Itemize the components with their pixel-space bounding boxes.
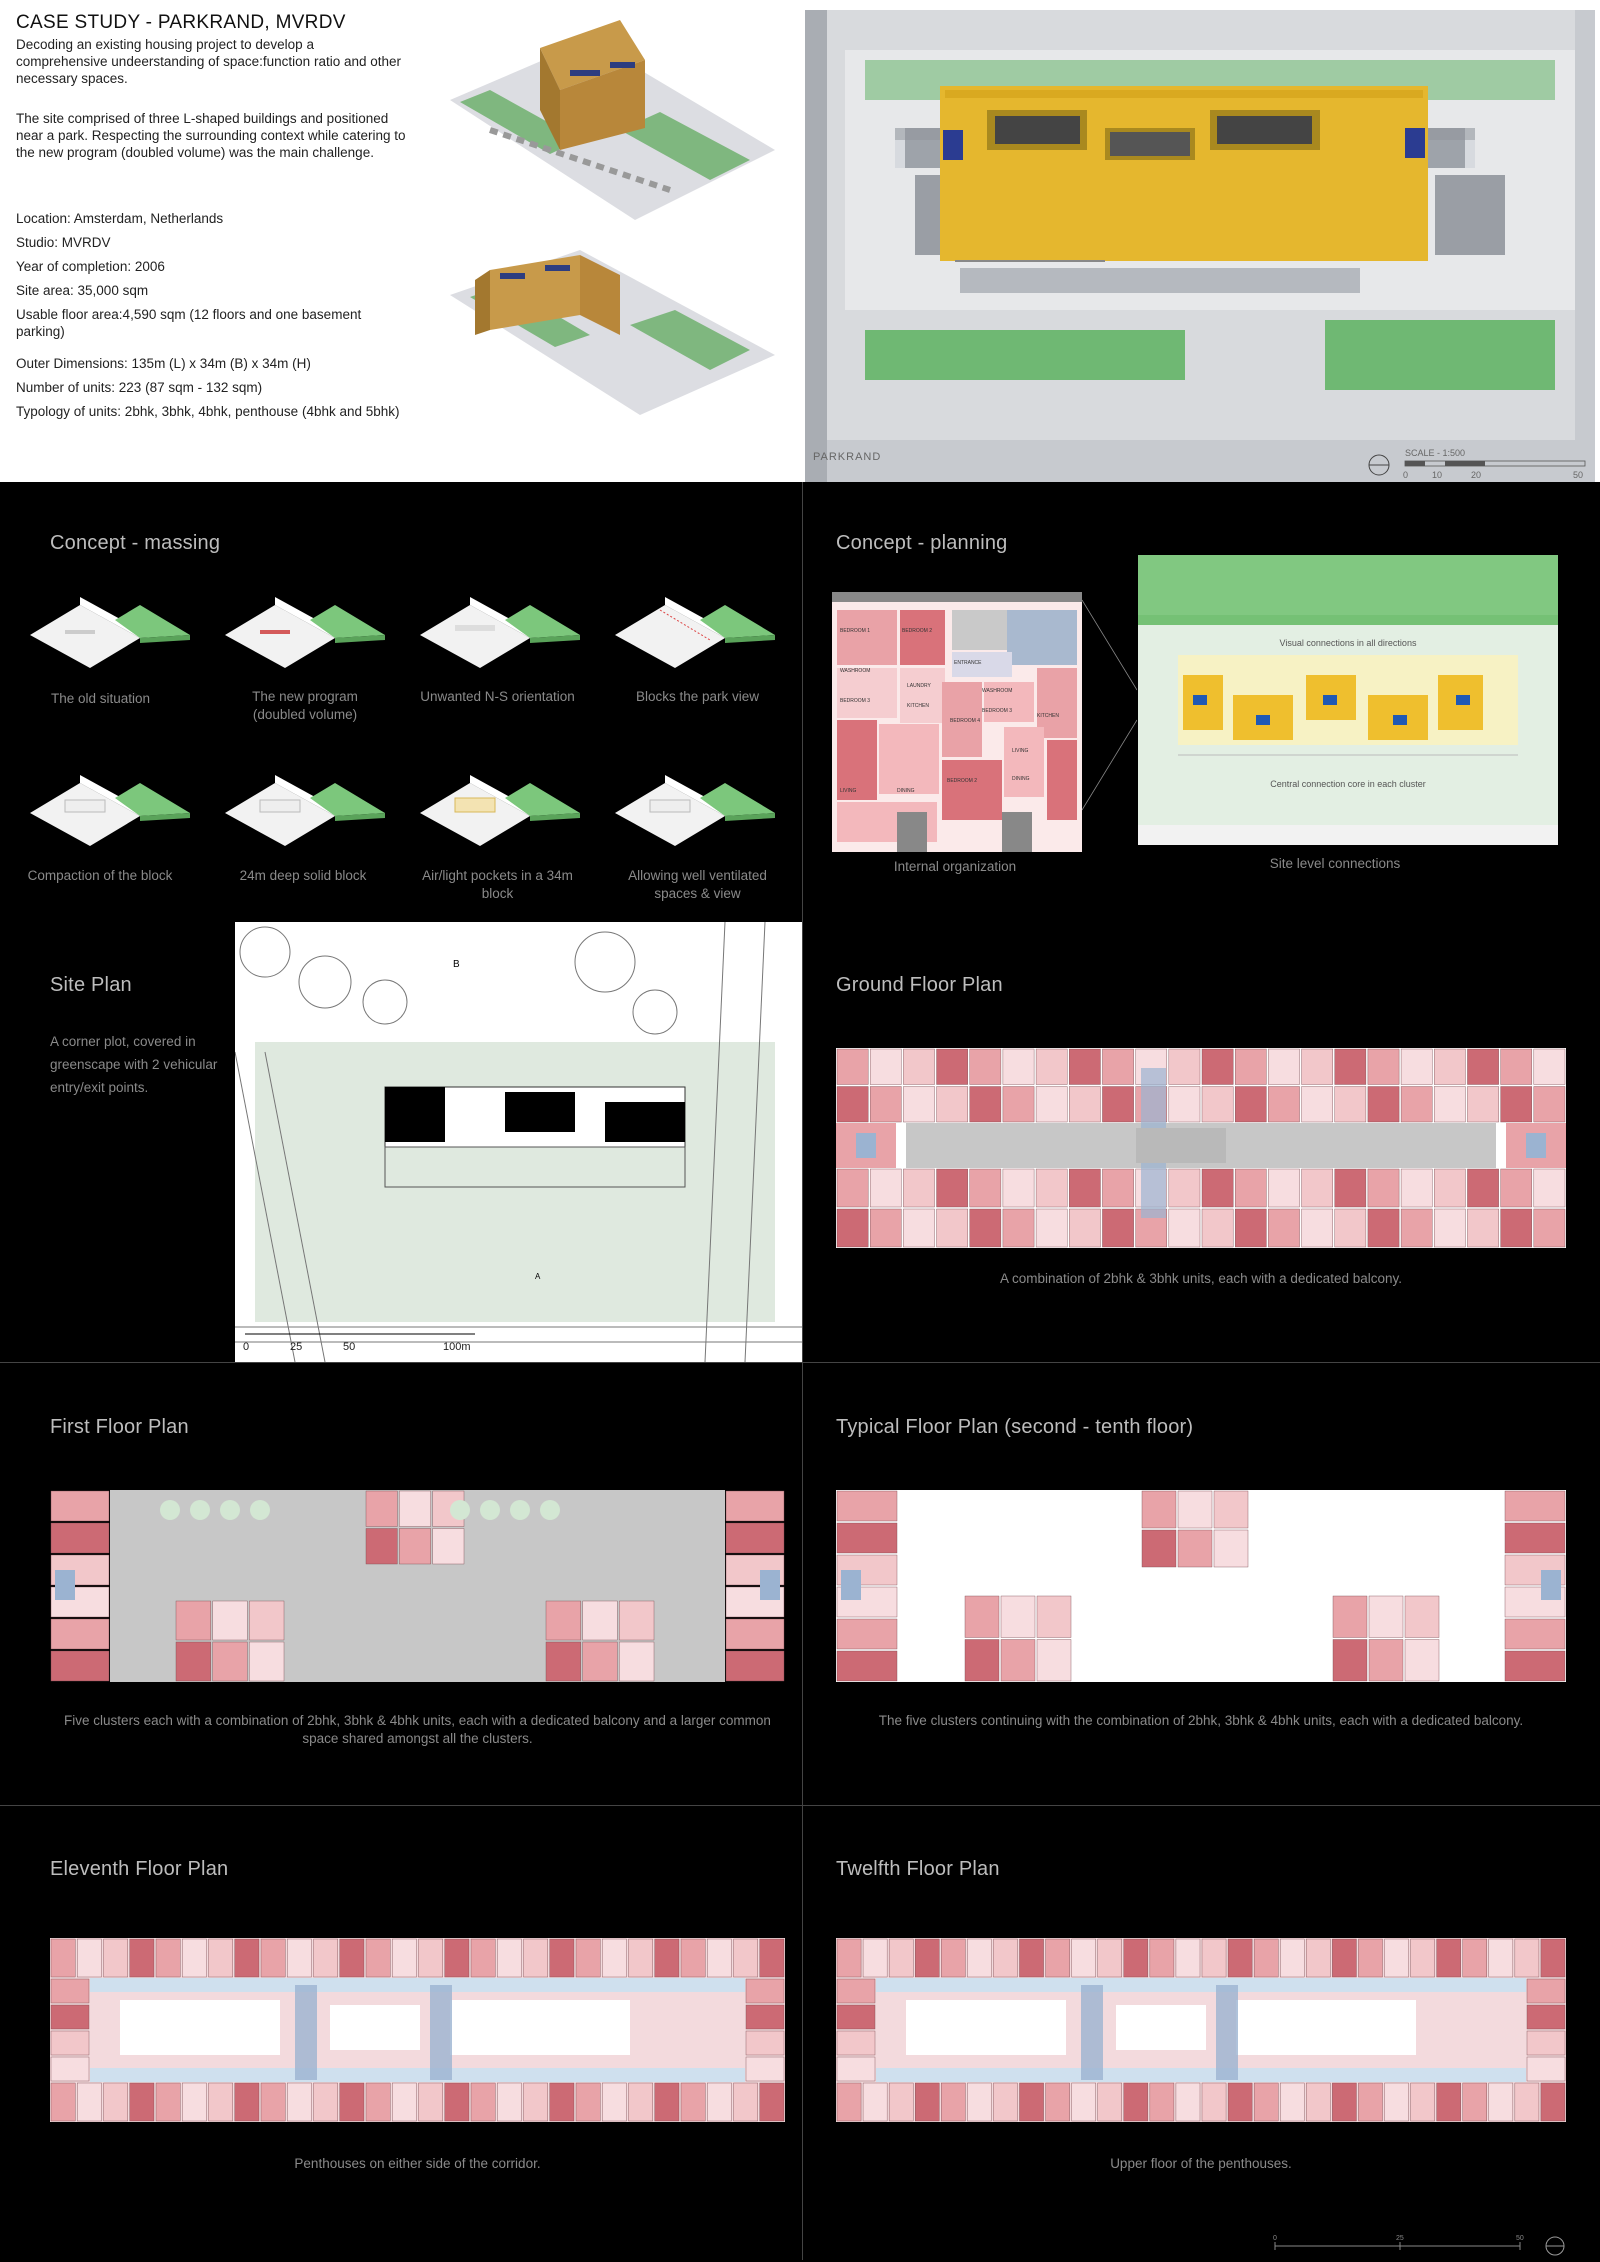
svg-text:BEDROOM 3: BEDROOM 3 <box>982 708 1012 714</box>
fact-floor-area: Usable floor area:4,590 sqm (12 floors a… <box>16 307 362 339</box>
model-view-1 <box>450 20 775 220</box>
svg-text:0: 0 <box>1273 2235 1277 2242</box>
twelfth-floor-caption: Upper floor of the penthouses. <box>1110 2156 1292 2171</box>
massing-title: Concept - massing <box>50 532 221 554</box>
ground-floor-caption: A combination of 2bhk & 3bhk units, each… <box>999 1271 1402 1286</box>
massing-new-program <box>225 597 385 668</box>
connector-lines <box>1082 599 1137 811</box>
fact-location: Location: Amsterdam, Netherlands <box>16 211 224 226</box>
site-plan-title: Site Plan <box>50 974 132 996</box>
grid-divider <box>0 1805 1600 1806</box>
svg-text:25: 25 <box>290 1341 302 1353</box>
fact-studio: Studio: MVRDV <box>16 235 111 250</box>
ground-floor-title: Ground Floor Plan <box>836 974 1003 996</box>
svg-text:DINING: DINING <box>897 788 915 794</box>
svg-text:BEDROOM 4: BEDROOM 4 <box>950 718 980 724</box>
massing-diagrams <box>30 597 775 846</box>
svg-text:DINING: DINING <box>1012 776 1030 782</box>
svg-text:20: 20 <box>1471 470 1481 480</box>
first-floor-title: First Floor Plan <box>50 1416 189 1438</box>
massing-solid-block <box>225 775 385 846</box>
svg-text:LIVING: LIVING <box>1012 748 1029 754</box>
eleventh-floor-caption: Penthouses on either side of the corrido… <box>294 2156 541 2171</box>
svg-text:SCALE - 1:500: SCALE - 1:500 <box>1405 448 1465 458</box>
fact-typology: Typology of units: 2bhk, 3bhk, 4bhk, pen… <box>16 404 400 419</box>
typical-floor-plan <box>836 1490 1566 1682</box>
eleventh-floor-plan <box>50 1930 785 2130</box>
svg-text:50: 50 <box>343 1341 355 1353</box>
massing-park-view <box>615 597 775 668</box>
first-floor-plan <box>50 1490 785 1682</box>
svg-text:A: A <box>535 1272 541 1281</box>
massing-label-1: The old situation <box>50 691 151 706</box>
massing-label-5: Compaction of the block <box>27 868 173 883</box>
footer-scale-bar: 0 25 50 <box>1273 2235 1565 2256</box>
svg-text:LIVING: LIVING <box>840 788 857 794</box>
twelfth-floor-plan <box>836 1930 1566 2130</box>
svg-text:10: 10 <box>1432 470 1442 480</box>
svg-text:BEDROOM 2: BEDROOM 2 <box>947 778 977 784</box>
svg-text:25: 25 <box>1396 2235 1404 2242</box>
massing-label-3: Unwanted N-S orientation <box>420 689 575 704</box>
site-caption: Site level connections <box>1269 856 1401 871</box>
svg-text:50: 50 <box>1516 2235 1524 2242</box>
internal-caption: Internal organization <box>893 859 1017 874</box>
core-note: Central connection core in each cluster <box>1270 779 1426 789</box>
model-view-2 <box>450 250 775 415</box>
photo-label: PARKRAND <box>813 451 881 463</box>
first-floor-caption: Five clusters each with a combination of… <box>64 1713 771 1746</box>
fact-units: Number of units: 223 (87 sqm - 132 sqm) <box>16 380 263 395</box>
grid-divider <box>0 1362 1600 1363</box>
svg-text:50: 50 <box>1573 470 1583 480</box>
visual-note: Visual connections in all directions <box>1280 638 1417 648</box>
ground-floor-plan <box>836 1048 1566 1248</box>
eleventh-floor-title: Eleventh Floor Plan <box>50 1858 229 1880</box>
grid-divider <box>802 482 803 2260</box>
svg-text:KITCHEN: KITCHEN <box>907 703 929 709</box>
typical-floor-caption: The five clusters continuing with the co… <box>878 1713 1524 1728</box>
massing-label-4: Blocks the park view <box>635 689 760 704</box>
svg-text:BEDROOM 3: BEDROOM 3 <box>840 698 870 704</box>
scale-bar: SCALE - 1:500 0 10 20 50 <box>1368 448 1586 480</box>
svg-text:B: B <box>453 959 460 970</box>
fact-year: Year of completion: 2006 <box>16 259 165 274</box>
typical-floor-title: Typical Floor Plan (second - tenth floor… <box>836 1416 1194 1438</box>
massing-old-situation <box>30 597 190 668</box>
axonometric-models <box>450 20 775 415</box>
svg-text:WASHROOM: WASHROOM <box>982 688 1012 694</box>
svg-text:0: 0 <box>1403 470 1408 480</box>
svg-text:BEDROOM 2: BEDROOM 2 <box>902 628 932 634</box>
aerial-photo: PARKRAND SCALE - 1:500 0 10 20 50 <box>805 10 1595 482</box>
twelfth-floor-title: Twelfth Floor Plan <box>836 1858 1000 1880</box>
site-plan-description: A corner plot, covered in greenscape wit… <box>50 1034 218 1095</box>
massing-label-8: Allowing well ventilated spaces & view <box>628 868 767 901</box>
fact-dimensions: Outer Dimensions: 135m (L) x 34m (B) x 3… <box>16 356 311 371</box>
massing-label-2: The new program (doubled volume) <box>252 689 358 722</box>
site-connection-diagram: Visual connections in all directions Cen… <box>1138 555 1558 845</box>
svg-text:100m: 100m <box>443 1341 471 1353</box>
svg-text:ENTRANCE: ENTRANCE <box>954 660 982 666</box>
massing-label-6: 24m deep solid block <box>239 868 367 883</box>
massing-air-pockets <box>420 775 580 846</box>
svg-text:BEDROOM 1: BEDROOM 1 <box>840 628 870 634</box>
planning-title: Concept - planning <box>836 532 1008 554</box>
fact-site-area: Site area: 35,000 sqm <box>16 283 149 298</box>
internal-organization-plan: BEDROOM 1 BEDROOM 2 WASHROOM ENTRANCE BE… <box>832 592 1082 852</box>
svg-text:0: 0 <box>243 1341 249 1353</box>
intro-paragraph-1: Decoding an existing housing project to … <box>16 37 402 86</box>
page-title: CASE STUDY - PARKRAND, MVRDV <box>16 12 346 33</box>
site-plan-drawing: B A 0 25 50 100m <box>235 922 802 1362</box>
massing-compaction <box>30 775 190 846</box>
svg-text:LAUNDRY: LAUNDRY <box>907 683 931 689</box>
massing-label-7: Air/light pockets in a 34m block <box>422 868 573 901</box>
svg-text:WASHROOM: WASHROOM <box>840 668 870 674</box>
svg-text:KITCHEN: KITCHEN <box>1037 713 1059 719</box>
massing-ventilated <box>615 775 775 846</box>
massing-ns-orientation <box>420 597 580 668</box>
intro-paragraph-2: The site comprised of three L-shaped bui… <box>16 111 406 160</box>
